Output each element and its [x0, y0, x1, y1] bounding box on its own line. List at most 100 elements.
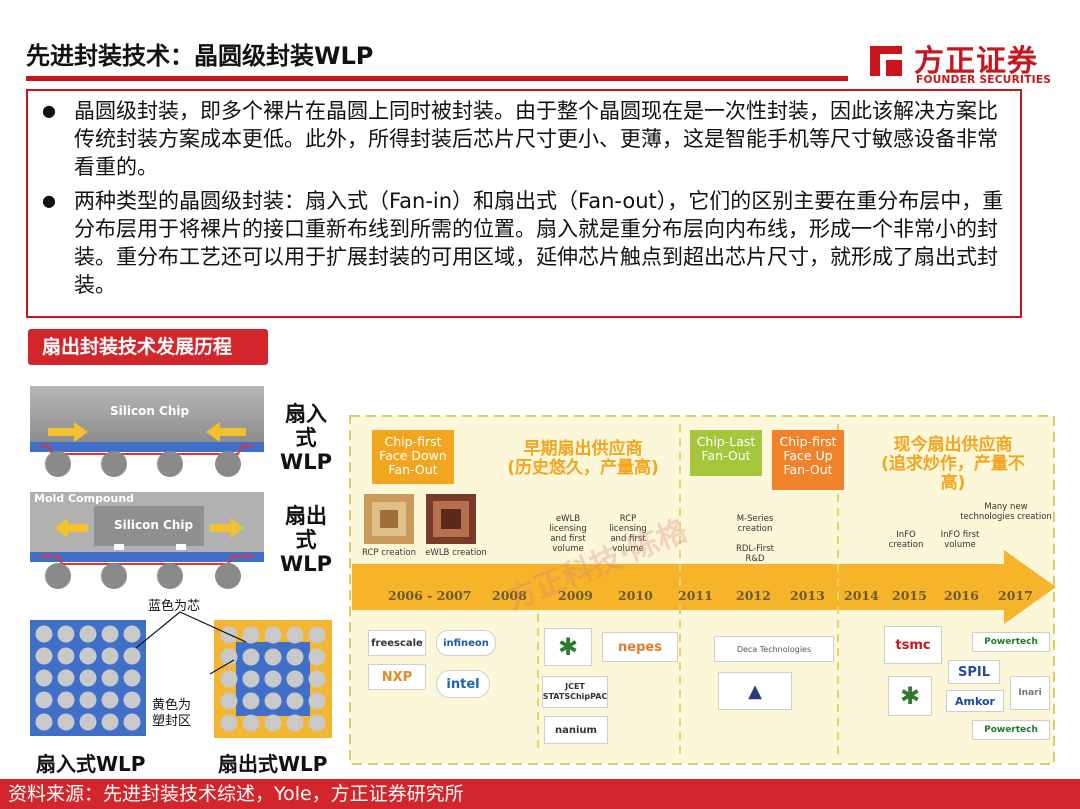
solder-ball	[220, 626, 238, 644]
solder-ball	[220, 692, 238, 710]
founder-logo-icon	[870, 46, 902, 76]
tsmc-logo: tsmc	[884, 626, 942, 664]
info-creation-note: InFO creation	[888, 530, 924, 550]
source-footer: 资料来源：先进封装技术综述，Yole，方正证券研究所	[0, 779, 1080, 809]
early-suppliers-heading: 早期扇出供应商 (历史悠久，产量高)	[507, 439, 659, 478]
fan-out-bottom-label: 扇出式WLP	[218, 752, 328, 776]
blue-core-note: 蓝色为芯	[148, 599, 201, 614]
fan-out-cross-section	[30, 492, 264, 589]
bullet-text: 两种类型的晶圆级封装：扇入式（Fan-in）和扇出式（Fan-out），它们的区…	[74, 189, 1004, 297]
logo-chinese-name: 方正证券	[914, 44, 1038, 79]
title-rule	[26, 76, 848, 81]
page-title: 先进封装技术：晶圆级封装WLP	[26, 42, 374, 70]
deca-logo: Deca Technologies	[714, 636, 834, 662]
year-label: 2015	[892, 588, 927, 603]
chip-label: Silicon Chip	[114, 518, 194, 532]
ewlb-licensing-note: eWLB licensing and first volume	[549, 514, 587, 554]
info-first-volume-note: InFO first volume	[940, 530, 980, 550]
year-label: 2014	[844, 588, 879, 603]
freescale-logo: freescale	[368, 630, 426, 656]
solder-ball	[308, 626, 326, 644]
jcet-logo: JCET STATSChipPAC	[542, 676, 608, 708]
bullet-item: ● 两种类型的晶圆级封装：扇入式（Fan-in）和扇出式（Fan-out），它们…	[42, 187, 1006, 299]
solder-ball	[101, 691, 119, 709]
powertech-logo: Powertech	[972, 632, 1050, 652]
solder-ball	[101, 647, 119, 665]
solder-ball	[286, 670, 304, 688]
solder-ball	[123, 691, 141, 709]
infineon-logo: infineon	[436, 630, 496, 656]
chip-last-box: Chip-Last Fan-Out	[690, 430, 762, 476]
solder-ball	[123, 647, 141, 665]
solder-ball	[308, 670, 326, 688]
asterisk-logo-icon: ✱	[888, 676, 932, 716]
solder-ball	[242, 692, 260, 710]
fan-out-timeline: Chip-first Face Down Fan-Out 早期扇出供应商 (历史…	[348, 414, 1060, 770]
ewlb-chip-thumbnail	[426, 494, 476, 544]
chip-first-face-up-box: Chip-first Face Up Fan-Out	[772, 430, 844, 490]
amkor-logo: Amkor	[946, 690, 1004, 712]
solder-ball	[308, 692, 326, 710]
solder-ball	[264, 626, 282, 644]
bullet-text: 晶圆级封装，即多个裸片在晶圆上同时被封装。由于整个晶圆现在是一次性封装，因此该解…	[74, 99, 998, 179]
solder-ball	[101, 625, 119, 643]
solder-ball	[79, 713, 97, 731]
solder-ball	[123, 625, 141, 643]
fan-in-side-label: 扇入式 WLP	[280, 402, 332, 474]
solder-ball	[101, 713, 119, 731]
solder-ball	[57, 625, 75, 643]
rcp-creation-caption: RCP creation	[362, 548, 416, 558]
spil-logo: SPIL	[948, 660, 1000, 684]
year-label: 2008	[492, 588, 527, 603]
solder-ball	[79, 625, 97, 643]
solder-ball	[242, 670, 260, 688]
solder-ball	[79, 669, 97, 687]
solder-ball	[35, 669, 53, 687]
rcp-licensing-note: RCP licensing and first volume	[609, 514, 647, 554]
section-tag: 扇出封装技术发展历程	[28, 329, 268, 365]
rcp-chip-thumbnail	[364, 494, 414, 544]
year-label: 2016	[944, 588, 979, 603]
year-label: 2011	[678, 588, 713, 603]
fan-in-bottom-label: 扇入式WLP	[36, 752, 146, 776]
current-suppliers-heading: 现今扇出供应商 (追求炒作，产量不 高)	[881, 435, 1025, 493]
wlp-illustration: Silicon Chip 扇入式 WLP Mold Compound Silic…	[28, 380, 338, 780]
year-label: 2006 - 2007	[388, 588, 472, 603]
yellow-mold-note: 黄色为 塑封区	[152, 698, 192, 729]
solder-ball	[35, 713, 53, 731]
solder-ball	[242, 714, 260, 732]
solder-ball	[123, 713, 141, 731]
solder-ball	[35, 691, 53, 709]
bullet-dot-icon: ●	[42, 191, 56, 210]
year-label: 2017	[998, 588, 1033, 603]
solder-ball	[123, 669, 141, 687]
year-label: 2013	[790, 588, 825, 603]
year-label: 2010	[618, 588, 653, 603]
solder-ball	[57, 669, 75, 687]
inari-logo: Inari	[1010, 676, 1050, 710]
logo-english-name: FOUNDER SECURITIES	[916, 74, 1052, 86]
intel-logo: intel	[436, 670, 490, 698]
fan-in-cross-section	[30, 386, 264, 477]
nxp-logo: NXP	[368, 664, 426, 690]
m-series-note: M-Series creation RDL-First R&D	[736, 514, 774, 564]
solder-ball	[308, 648, 326, 666]
year-label: 2012	[736, 588, 771, 603]
research-institute-logo-icon: ▲	[718, 672, 792, 710]
solder-ball	[242, 648, 260, 666]
solder-ball	[220, 648, 238, 666]
solder-ball	[286, 648, 304, 666]
chip-label: Silicon Chip	[110, 404, 190, 418]
fan-out-ball-grid	[214, 620, 332, 738]
summary-box: ● 晶圆级封装，即多个裸片在晶圆上同时被封装。由于整个晶圆现在是一次性封装，因此…	[26, 89, 1022, 318]
fan-in-ball-grid	[30, 620, 146, 736]
asterisk-logo-icon: ✱	[544, 628, 592, 666]
bullet-dot-icon: ●	[42, 101, 56, 120]
founder-logo: 方正证券 FOUNDER SECURITIES	[866, 40, 1056, 90]
powertech-logo: Powertech	[972, 720, 1050, 740]
solder-ball	[220, 670, 238, 688]
solder-ball	[286, 692, 304, 710]
fan-out-side-label: 扇出式 WLP	[280, 504, 332, 576]
solder-ball	[57, 647, 75, 665]
solder-ball	[35, 647, 53, 665]
